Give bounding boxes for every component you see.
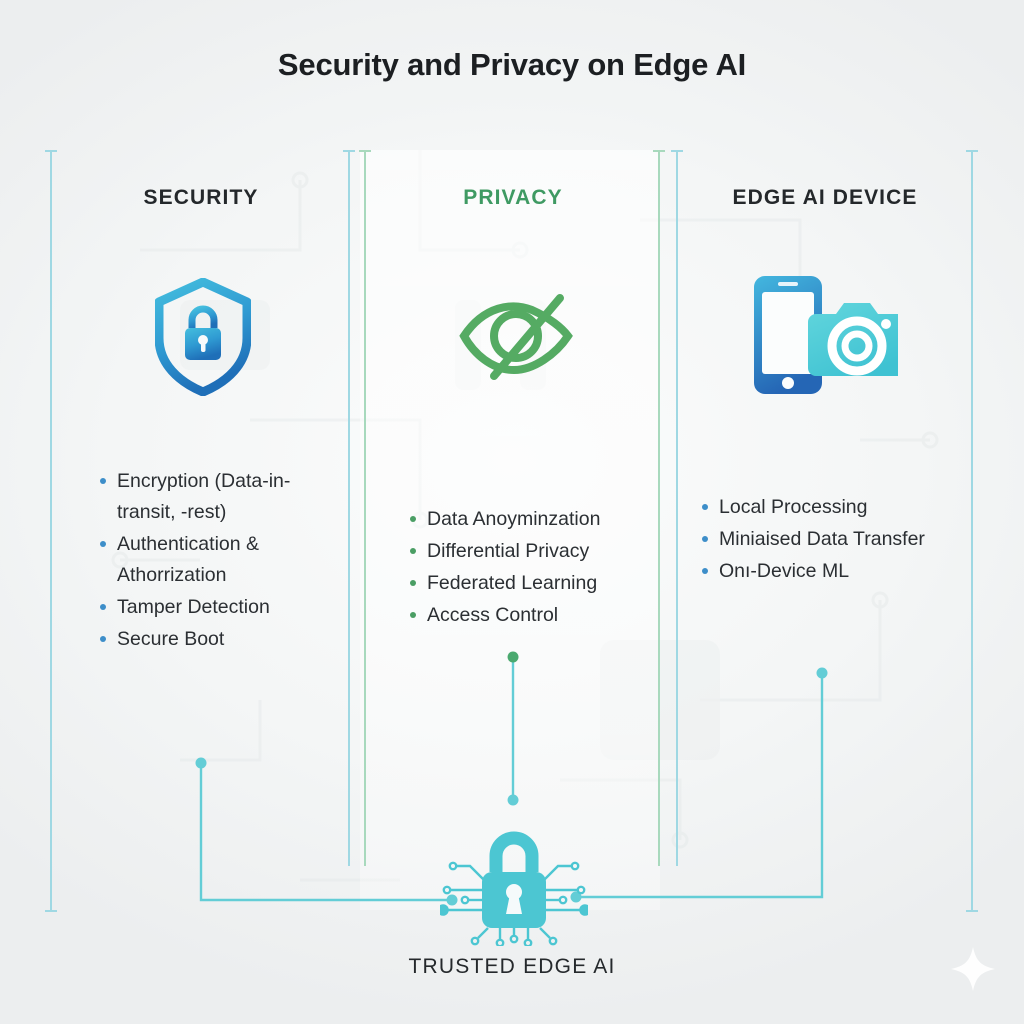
divider-right-outer <box>966 150 978 912</box>
divider-left-outer <box>45 150 57 912</box>
divider-device-left <box>671 150 683 866</box>
list-item: Tamper Detection <box>98 592 330 623</box>
column-heading-security: SECURITY <box>143 186 259 209</box>
list-item: Onı-Device ML <box>700 556 970 587</box>
list-item: Secure Boot <box>98 624 330 655</box>
list-item: Data Anoyminzation <box>408 504 644 535</box>
list-item: Access Control <box>408 600 644 631</box>
security-bullet-list: Encryption (Data-in-transit, -rest) Auth… <box>98 466 330 656</box>
divider-privacy-left <box>359 150 371 866</box>
column-heading-edge-ai-device: EDGE AI DEVICE <box>732 186 918 209</box>
divider-privacy-right <box>653 150 665 866</box>
sparkle-icon <box>951 947 995 991</box>
eye-slash-icon <box>456 288 576 380</box>
footer-label: TRUSTED EDGE AI <box>408 955 616 978</box>
shield-lock-icon <box>154 277 252 397</box>
divider-security-right <box>343 150 355 866</box>
page-title: Security and Privacy on Edge AI <box>277 47 747 82</box>
list-item: Local Processing <box>700 492 970 523</box>
device-bullet-list: Local Processing Miniaised Data Transfer… <box>700 492 970 588</box>
list-item: Authentication & Athorrization <box>98 529 330 591</box>
list-item: Miniaised Data Transfer <box>700 524 970 555</box>
list-item: Differential Privacy <box>408 536 644 567</box>
smartphone-camera-icon <box>752 274 906 396</box>
list-item: Encryption (Data-in-transit, -rest) <box>98 466 330 528</box>
privacy-panel-background <box>360 150 660 910</box>
list-item: Federated Learning <box>408 568 644 599</box>
column-heading-privacy: PRIVACY <box>463 186 563 209</box>
circuit-padlock-icon <box>437 828 591 948</box>
privacy-bullet-list: Data Anoyminzation Differential Privacy … <box>408 504 644 632</box>
